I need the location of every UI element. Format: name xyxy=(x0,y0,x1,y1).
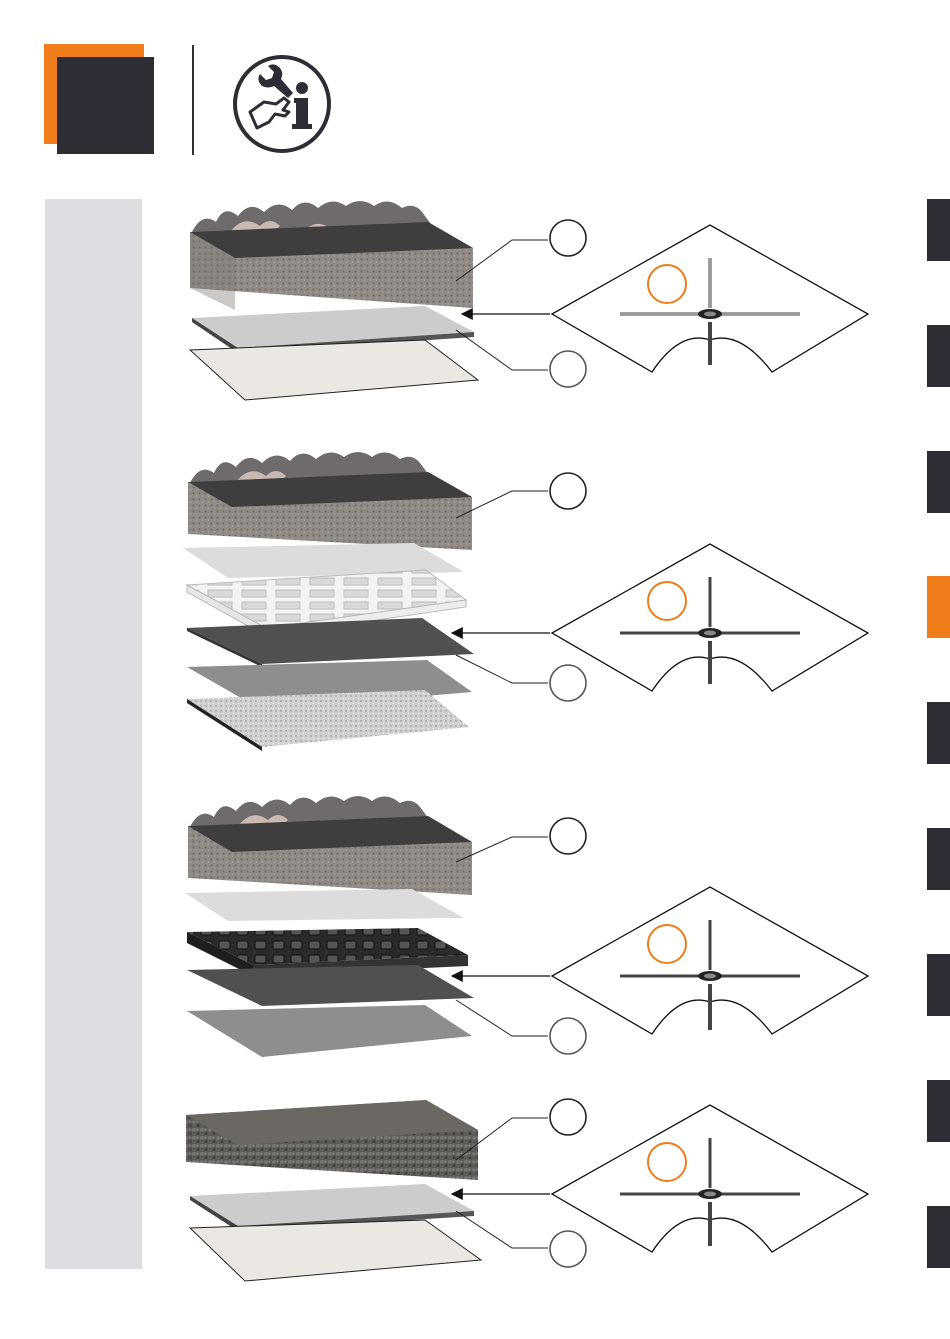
drain-detail-2 xyxy=(552,544,868,691)
callout-circle-4a xyxy=(550,1099,586,1135)
drain-detail-3 xyxy=(552,887,868,1034)
drain-detail-1 xyxy=(552,225,868,372)
callout-circle-3a xyxy=(550,818,586,854)
callout-circle-1a xyxy=(550,220,586,256)
callout-circle-1b xyxy=(550,351,586,387)
row-3-green-roof-cup-board xyxy=(185,796,550,1057)
row-1-green-roof-simple xyxy=(190,201,550,400)
callout-circle-2a xyxy=(550,473,586,509)
callout-circle-3b xyxy=(550,1018,586,1054)
callout-circle-2b xyxy=(550,665,586,701)
callout-circle-4b xyxy=(550,1231,586,1267)
row-4-gravel-roof xyxy=(186,1100,550,1281)
row-2-green-roof-drainage-board xyxy=(183,452,550,751)
drain-detail-4 xyxy=(552,1105,868,1252)
